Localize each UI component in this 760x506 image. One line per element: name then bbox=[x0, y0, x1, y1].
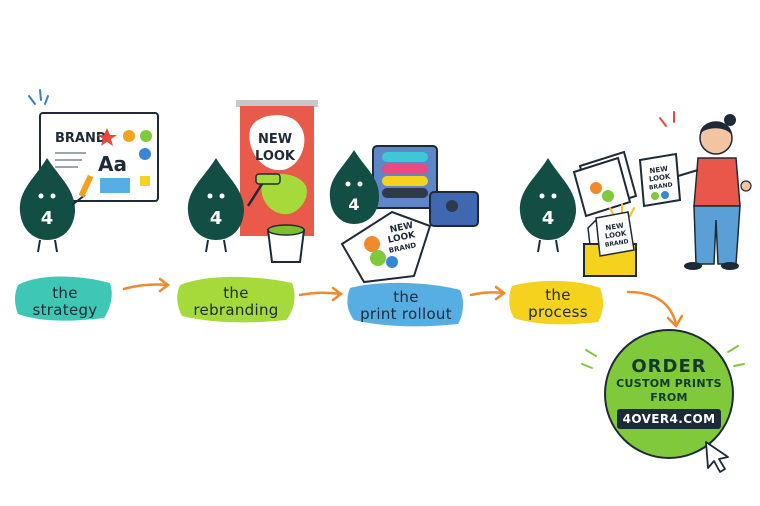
step-label-line1: the bbox=[223, 284, 249, 302]
label-swash-3 bbox=[347, 282, 464, 327]
svg-text:NEW: NEW bbox=[258, 132, 292, 147]
step-label-process: the process bbox=[512, 287, 604, 321]
svg-text:4: 4 bbox=[210, 208, 223, 229]
step-label-rebranding: the rebranding bbox=[182, 285, 290, 319]
brand-text: BRAND bbox=[55, 131, 107, 146]
arrow-2 bbox=[298, 286, 344, 302]
svg-text:BRAND: BRAND bbox=[604, 238, 629, 249]
step-label-print-rollout: the print rollout bbox=[350, 289, 462, 323]
cta-dashes bbox=[581, 345, 745, 369]
svg-text:4: 4 bbox=[348, 195, 359, 214]
step-label-line1: the bbox=[393, 288, 419, 306]
svg-text:NEW: NEW bbox=[605, 222, 625, 233]
label-swash-1 bbox=[15, 276, 112, 321]
paint-roller-icon bbox=[246, 173, 281, 207]
step-label-line2: strategy bbox=[32, 301, 98, 319]
mascot-2: 4 bbox=[187, 158, 245, 253]
step-label-strategy: the strategy bbox=[20, 285, 110, 319]
arrow-1 bbox=[122, 277, 171, 293]
print-box: NEW LOOK BRAND bbox=[583, 211, 637, 277]
cta-from-text: FROM bbox=[650, 391, 688, 404]
svg-text:4: 4 bbox=[542, 208, 555, 229]
pencil-icon bbox=[78, 174, 94, 198]
paint-bucket-icon bbox=[266, 224, 306, 263]
svg-text:LOOK: LOOK bbox=[604, 229, 627, 240]
cta-url-link[interactable]: 4OVER4.COM bbox=[616, 409, 722, 429]
label-swash-2 bbox=[177, 276, 295, 323]
arrow-3 bbox=[469, 285, 507, 301]
print-stack bbox=[572, 150, 638, 218]
star-icon bbox=[97, 128, 117, 146]
label-swash-4 bbox=[509, 280, 604, 325]
new-look-banner: NEW LOOK bbox=[236, 100, 318, 236]
printed-sheet: NEW LOOK BRAND bbox=[340, 210, 432, 284]
mascot-3: 4 bbox=[329, 150, 380, 224]
mascot-1: 4 bbox=[19, 158, 86, 253]
happy-customer: NEW LOOK BRAND bbox=[638, 111, 752, 270]
svg-text:LOOK: LOOK bbox=[255, 149, 296, 164]
step-label-line2: print rollout bbox=[360, 305, 452, 323]
cta-order-text: ORDER bbox=[631, 356, 707, 377]
arrow-4 bbox=[626, 290, 684, 329]
svg-text:NEW: NEW bbox=[389, 221, 414, 236]
svg-text:BRAND: BRAND bbox=[648, 181, 673, 191]
step-label-line2: rebranding bbox=[193, 301, 279, 319]
svg-text:LOOK: LOOK bbox=[648, 172, 671, 183]
attention-lines-1 bbox=[28, 89, 49, 105]
step-label-line2: process bbox=[528, 303, 588, 321]
cta-custom-prints-text: CUSTOM PRINTS bbox=[616, 377, 722, 390]
svg-text:NEW: NEW bbox=[649, 165, 669, 176]
svg-text:4: 4 bbox=[41, 208, 54, 229]
mascot-4: 4 bbox=[519, 158, 577, 253]
font-sample-text: Aa bbox=[98, 152, 127, 176]
step-label-line1: the bbox=[52, 284, 78, 302]
step-label-line1: the bbox=[545, 286, 571, 304]
brand-board: BRAND Aa bbox=[39, 112, 159, 202]
cta-text[interactable]: ORDER CUSTOM PRINTS FROM 4OVER4.COM bbox=[605, 357, 733, 429]
cursor-icon bbox=[705, 441, 729, 473]
